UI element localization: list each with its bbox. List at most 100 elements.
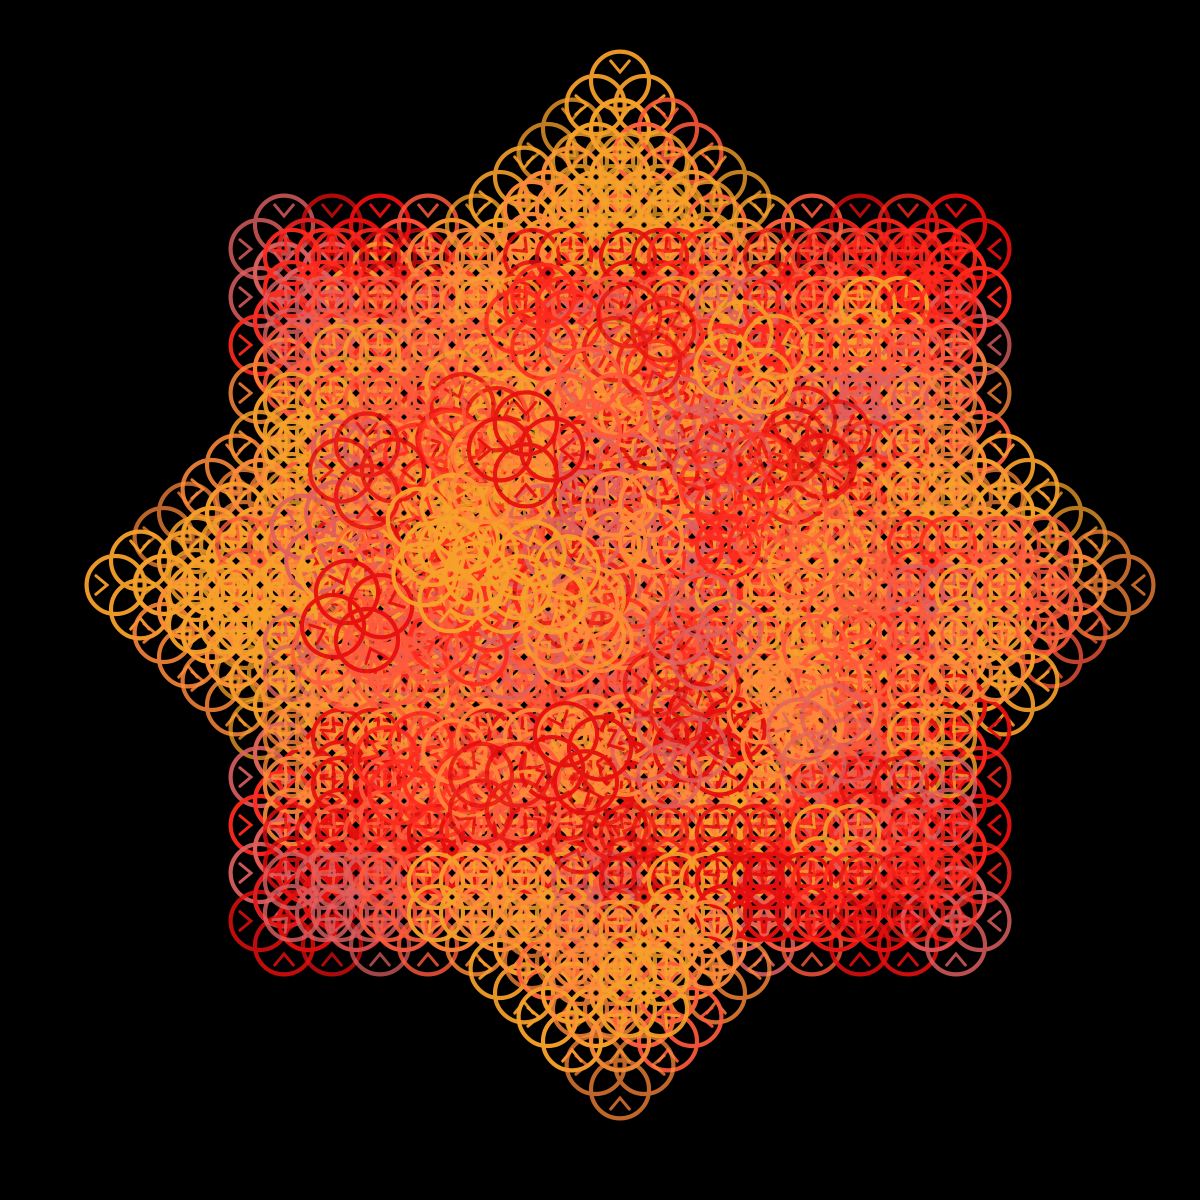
motif-heart-cusps xyxy=(394,480,492,579)
motif-loop xyxy=(684,962,748,1025)
motif-heart-cusps xyxy=(308,567,406,665)
heart-knot-motif xyxy=(806,552,925,671)
motif-loop xyxy=(924,193,988,256)
motif-loop xyxy=(876,193,940,256)
motif-loop xyxy=(341,613,408,680)
motif-loop xyxy=(299,592,367,660)
motif-loop xyxy=(581,470,648,538)
motif-loop xyxy=(790,883,850,943)
heart-knot-motif xyxy=(598,947,690,1039)
motif-loop xyxy=(396,914,460,977)
motif-loop xyxy=(997,457,1060,521)
motif-heart-cusps xyxy=(745,417,843,515)
motif-loop xyxy=(788,506,855,574)
motif-loop xyxy=(180,649,243,713)
motif-loop xyxy=(262,707,322,767)
motif-loop xyxy=(417,515,484,582)
motif-heart-cusps xyxy=(401,525,500,623)
motif-loop xyxy=(487,457,554,524)
motif-loop xyxy=(774,851,834,911)
motif-heart-cusps xyxy=(423,380,522,479)
motif-loop xyxy=(588,1058,652,1121)
motif-loop xyxy=(588,49,652,112)
motif-loop xyxy=(310,883,370,943)
motif-heart-cusps xyxy=(895,860,969,934)
motif-loop xyxy=(262,227,322,287)
motif-loop xyxy=(918,275,978,335)
motif-loop xyxy=(918,707,978,767)
motif-loop xyxy=(334,411,401,478)
motif-loop xyxy=(684,145,748,208)
motif-loop xyxy=(966,563,1026,623)
motif-loop xyxy=(228,889,291,953)
motif-loop xyxy=(592,694,659,761)
motif-loop xyxy=(804,399,872,466)
motif-loop xyxy=(84,553,147,617)
motif-loop xyxy=(630,296,697,363)
motif-loop xyxy=(838,851,898,911)
motif-loop xyxy=(781,614,849,681)
motif-loop xyxy=(518,416,586,483)
motif-loop xyxy=(108,529,172,592)
motif-heart-cusps xyxy=(527,581,626,679)
motif-loop xyxy=(918,851,978,911)
motif-heart-cusps xyxy=(393,730,491,828)
motif-heart-cusps xyxy=(746,491,844,589)
motif-heart-cusps xyxy=(429,712,528,811)
motif-loop xyxy=(630,947,690,1007)
motif-loop xyxy=(461,416,528,484)
motif-loop xyxy=(486,554,553,621)
motif-loop xyxy=(342,851,402,911)
motif-loop xyxy=(487,420,554,488)
motif-loop xyxy=(598,947,658,1007)
motif-loop xyxy=(397,456,464,523)
heart-knot-motif xyxy=(484,262,603,381)
motif-loop xyxy=(828,193,892,256)
heart-knot-motif xyxy=(781,599,897,715)
motif-loop xyxy=(353,725,420,792)
motif-loop xyxy=(707,299,774,366)
motif-loop xyxy=(294,851,354,911)
motif-loop xyxy=(652,716,719,783)
motif-loop xyxy=(458,335,525,403)
motif-loop xyxy=(918,611,978,671)
motif-loop xyxy=(838,883,898,943)
motif-loop xyxy=(390,883,450,943)
motif-loop xyxy=(709,169,772,233)
motif-loop xyxy=(644,598,711,665)
motif-loop xyxy=(949,217,1012,281)
motif-loop xyxy=(228,745,291,809)
motif-loop xyxy=(886,883,946,943)
motif-loop xyxy=(966,611,1026,671)
motif-loop xyxy=(696,598,763,665)
heart-knot-motif xyxy=(886,851,978,943)
motif-loop xyxy=(555,346,623,413)
motif-loop xyxy=(406,883,466,943)
motif-loop xyxy=(790,433,857,500)
motif-loop xyxy=(516,985,579,1049)
motif-loop xyxy=(762,480,829,548)
motif-loop xyxy=(741,313,808,380)
motif-loop xyxy=(762,532,829,600)
motif-loop xyxy=(520,568,587,635)
motif-heart-cusps xyxy=(607,956,681,1030)
motif-loop xyxy=(396,193,460,256)
motif-loop xyxy=(262,755,322,815)
motif-loop xyxy=(510,262,577,329)
motif-loop xyxy=(949,889,1012,953)
motif-heart-cusps xyxy=(686,426,785,524)
motif-loop xyxy=(949,409,1012,473)
motif-heart-cusps xyxy=(991,572,1065,646)
motif-loop xyxy=(516,121,579,185)
motif-loop xyxy=(582,794,649,861)
motif-loop xyxy=(550,979,610,1039)
motif-loop xyxy=(726,851,786,911)
motif-loop xyxy=(1044,553,1107,617)
motif-loop xyxy=(712,466,779,533)
motif-loop xyxy=(552,749,620,816)
motif-loop xyxy=(636,1010,700,1073)
motif-loop xyxy=(997,649,1060,713)
motif-loop xyxy=(533,620,600,688)
motif-loop xyxy=(484,288,551,355)
heart-knot-motif xyxy=(450,420,554,524)
